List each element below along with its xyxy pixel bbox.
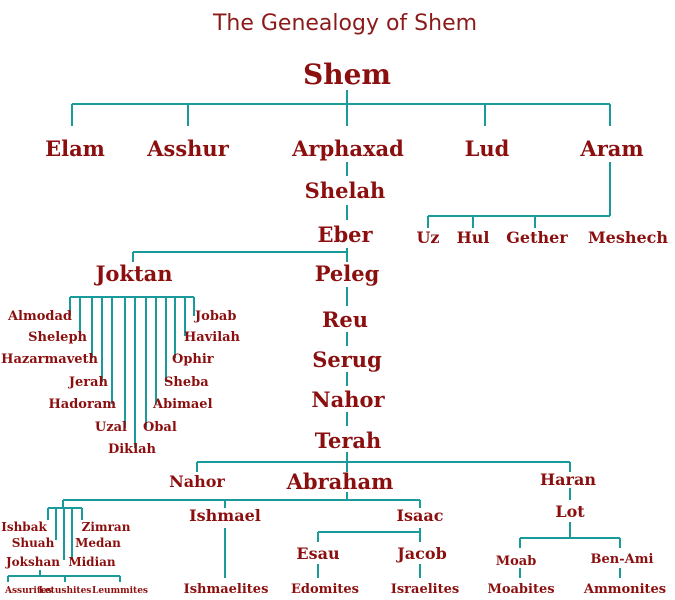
node-serug: Serug	[312, 347, 382, 372]
node-hul: Hul	[457, 228, 490, 247]
node-terah: Terah	[315, 428, 382, 453]
node-shuah: Shuah	[12, 536, 55, 550]
node-aram: Aram	[579, 136, 643, 161]
node-moabites: Moabites	[487, 582, 554, 597]
node-abimael: Abimael	[152, 397, 213, 412]
node-ishbak: Ishbak	[1, 520, 47, 534]
node-uzal: Uzal	[95, 420, 127, 435]
node-hadoram: Hadoram	[49, 397, 117, 412]
node-moab: Moab	[496, 554, 537, 569]
node-jokshan: Jokshan	[5, 555, 60, 569]
node-hazarmaveth: Hazarmaveth	[1, 352, 98, 367]
node-ammonites: Ammonites	[583, 582, 666, 597]
node-meshech: Meshech	[588, 228, 668, 247]
node-jobab: Jobab	[194, 309, 236, 324]
node-shelah: Shelah	[305, 178, 386, 203]
node-edomites: Edomites	[291, 582, 359, 597]
node-sheba: Sheba	[164, 375, 209, 390]
node-esau: Esau	[296, 544, 340, 563]
node-ben-ami: Ben-Ami	[591, 552, 654, 567]
node-haran: Haran	[540, 470, 596, 489]
node-arphaxad: Arphaxad	[291, 136, 404, 161]
node-reu: Reu	[322, 307, 368, 332]
node-shem: Shem	[303, 58, 391, 91]
node-uz: Uz	[416, 228, 439, 247]
node-jerah: Jerah	[68, 375, 109, 390]
node-jacob: Jacob	[395, 544, 447, 563]
node-elam: Elam	[45, 136, 105, 161]
node-ishmael: Ishmael	[189, 506, 261, 525]
node-almodad: Almodad	[7, 309, 72, 324]
node-israelites: Israelites	[391, 582, 459, 597]
node-nahor-younger: Nahor	[169, 472, 225, 491]
node-joktan: Joktan	[93, 261, 172, 286]
connector-lines	[7, 90, 621, 582]
node-diklah: Diklah	[108, 442, 157, 457]
node-lud: Lud	[465, 136, 510, 161]
node-asshur: Asshur	[146, 136, 229, 161]
node-obal: Obal	[143, 420, 177, 435]
node-havilah: Havilah	[184, 330, 241, 345]
node-zimran: Zimran	[82, 520, 131, 534]
node-letushites: Letushites	[39, 586, 92, 596]
node-medan: Medan	[75, 536, 121, 550]
node-leummites: Leummites	[92, 586, 148, 596]
node-sheleph: Sheleph	[28, 330, 87, 345]
node-midian: Midian	[68, 555, 116, 569]
node-nahor-elder: Nahor	[311, 387, 385, 412]
node-lot: Lot	[555, 502, 585, 521]
node-abraham: Abraham	[286, 469, 394, 494]
node-ophir: Ophir	[172, 352, 214, 367]
node-assurites: Assurites	[4, 586, 52, 596]
node-isaac: Isaac	[397, 506, 444, 525]
node-peleg: Peleg	[315, 261, 380, 286]
node-gether: Gether	[506, 228, 568, 247]
node-eber: Eber	[317, 222, 373, 247]
node-ishmaelites: Ishmaelites	[184, 582, 269, 597]
page-title: The Genealogy of Shem	[212, 11, 477, 36]
